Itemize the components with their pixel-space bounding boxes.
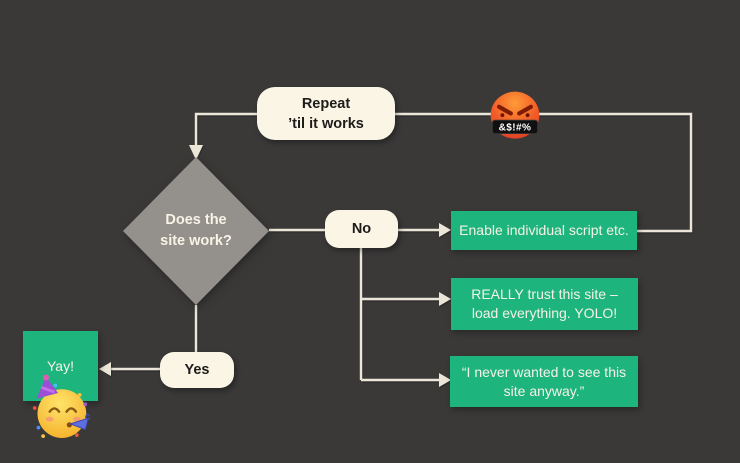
left-closed-eye	[48, 407, 61, 413]
left-eye	[500, 113, 505, 118]
party-hat-pom	[42, 374, 49, 381]
angry-emoji-graphic: &$!#%	[490, 91, 540, 139]
arrowhead-into-decision	[189, 145, 203, 160]
grawlix-text: &$!#%	[499, 123, 532, 134]
left-brow	[496, 104, 513, 116]
party-hat-stripe	[40, 385, 55, 394]
decision-diamond: Does the site work?	[123, 157, 269, 305]
yay-label: Yay!	[47, 357, 74, 374]
partying-face-emoji	[30, 374, 92, 440]
right-eye	[525, 113, 530, 118]
right-closed-eye	[65, 407, 78, 413]
mouth	[66, 422, 72, 428]
face-with-symbols-on-mouth-emoji: &$!#%	[488, 90, 542, 142]
loop-repeat-line	[194, 112, 693, 233]
right-brow	[517, 104, 534, 116]
arrowhead-into-yolo	[439, 292, 451, 306]
never-wanted-node: “I never wanted to see this site anyway.…	[450, 356, 638, 407]
yolo-label-line2: load everything. YOLO!	[471, 305, 618, 321]
repeat-node: Repeat ’til it works	[257, 87, 395, 140]
arrowhead-into-never	[439, 373, 451, 387]
repeat-label-line1: Repeat	[301, 95, 351, 112]
yes-label: Yes	[184, 362, 210, 378]
confetti-dots	[32, 383, 88, 438]
party-horn-curl	[85, 413, 92, 420]
decision-diamond-shape: Does the site work?	[123, 157, 269, 305]
yes-node: Yes	[160, 352, 234, 388]
yolo-node: REALLY trust this site – load everything…	[451, 278, 638, 330]
party-emoji-graphic	[32, 374, 92, 438]
no-label: No	[351, 221, 372, 237]
never-wanted-label-line2: site anyway.”	[503, 382, 585, 399]
arrowhead-into-enable	[439, 223, 451, 237]
enable-script-label: Enable individual script etc.	[459, 222, 629, 238]
decision-label-line2: site work?	[160, 233, 232, 249]
party-horn	[68, 417, 89, 431]
never-wanted-label-line1: “I never wanted to see this	[461, 363, 627, 380]
enable-script-node: Enable individual script etc.	[451, 211, 637, 250]
arrowhead-into-yay	[99, 362, 111, 376]
no-node: No	[325, 210, 398, 248]
party-hat	[36, 377, 59, 399]
left-cheek	[45, 416, 54, 422]
repeat-label-line2: ’til it works	[288, 115, 364, 132]
decision-label-line1: Does the	[165, 212, 227, 228]
grawlix-band	[491, 119, 539, 135]
yolo-label-line1: REALLY trust this site –	[471, 286, 618, 302]
right-cheek	[72, 416, 81, 422]
